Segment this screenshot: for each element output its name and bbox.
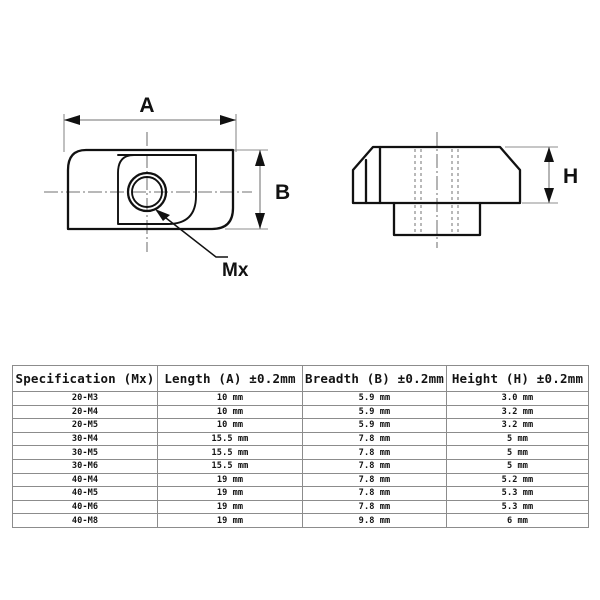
table-cell: 19 mm <box>157 472 303 488</box>
table-cell: 30-M4 <box>12 431 158 447</box>
side-view-drawing: H <box>351 132 578 248</box>
table-cell: 15.5 mm <box>157 431 303 447</box>
thread-inner-circle <box>131 176 163 208</box>
technical-drawings: A B Mx <box>44 94 578 281</box>
table-cell: 5 mm <box>446 431 589 447</box>
arrow-a-right-icon <box>220 115 236 125</box>
table-cell: 10 mm <box>157 404 303 420</box>
table-cell: 5.9 mm <box>302 418 447 433</box>
arrow-a-left-icon <box>64 115 80 125</box>
specification-table: Specification (Mx) Length (A) ±0.2mm Bre… <box>12 365 589 528</box>
table-cell: 5.9 mm <box>302 404 447 420</box>
table-cell: 40-M5 <box>12 486 158 501</box>
side-stem-outline <box>392 201 482 237</box>
table-cell: 19 mm <box>157 499 303 515</box>
nut-body-outline <box>66 148 235 231</box>
table-cell: 15.5 mm <box>157 445 303 460</box>
arrow-h-bottom-icon <box>544 188 554 203</box>
table-cell: 10 mm <box>157 391 303 406</box>
table-cell: 7.8 mm <box>302 486 447 501</box>
table-cell: 19 mm <box>157 486 303 501</box>
column-header-length: Length (A) ±0.2mm <box>157 365 303 392</box>
table-cell: 9.8 mm <box>302 513 447 528</box>
table-cell: 40-M8 <box>12 513 158 528</box>
table-cell: 7.8 mm <box>302 458 447 474</box>
table-cell: 10 mm <box>157 418 303 433</box>
table-cell: 40-M6 <box>12 499 158 515</box>
table-cell: 5.3 mm <box>446 486 589 501</box>
table-cell: 3.2 mm <box>446 418 589 433</box>
column-header-specification: Specification (Mx) <box>12 365 158 392</box>
table-cell: 5.9 mm <box>302 391 447 406</box>
table-cell: 5.3 mm <box>446 499 589 515</box>
column-header-height: Height (H) ±0.2mm <box>446 365 589 392</box>
table-cell: 6 mm <box>446 513 589 528</box>
table-cell: 40-M4 <box>12 472 158 488</box>
table-cell: 3.2 mm <box>446 404 589 420</box>
table-cell: 7.8 mm <box>302 445 447 460</box>
table-cell: 15.5 mm <box>157 458 303 474</box>
table-cell: 7.8 mm <box>302 472 447 488</box>
table-cell: 20-M4 <box>12 404 158 420</box>
dimension-h-label: H <box>563 165 578 188</box>
column-header-breadth: Breadth (B) ±0.2mm <box>302 365 447 392</box>
dimension-b-label: B <box>275 181 290 204</box>
table-cell: 3.0 mm <box>446 391 589 406</box>
table-cell: 5 mm <box>446 445 589 460</box>
table-cell: 7.8 mm <box>302 431 447 447</box>
mx-leader-line <box>156 210 228 258</box>
table-cell: 5.2 mm <box>446 472 589 488</box>
side-body-outline <box>351 145 522 205</box>
thread-outer-circle <box>126 171 168 213</box>
dimension-a-label: A <box>139 94 154 117</box>
mx-leader-arrow-icon <box>155 209 170 221</box>
arrow-b-bottom-icon <box>255 213 265 229</box>
arrow-b-top-icon <box>255 150 265 166</box>
table-cell: 30-M5 <box>12 445 158 460</box>
table-cell: 7.8 mm <box>302 499 447 515</box>
table-cell: 20-M5 <box>12 418 158 433</box>
table-cell: 30-M6 <box>12 458 158 474</box>
arrow-h-top-icon <box>544 147 554 162</box>
table-header-row: Specification (Mx) Length (A) ±0.2mm Bre… <box>12 365 589 392</box>
table-cell: 20-M3 <box>12 391 158 406</box>
mx-callout-label: Mx <box>222 260 249 281</box>
inner-contour <box>117 154 197 225</box>
top-view-drawing: A B Mx <box>44 94 290 281</box>
table-cell: 19 mm <box>157 513 303 528</box>
table-cell: 5 mm <box>446 458 589 474</box>
